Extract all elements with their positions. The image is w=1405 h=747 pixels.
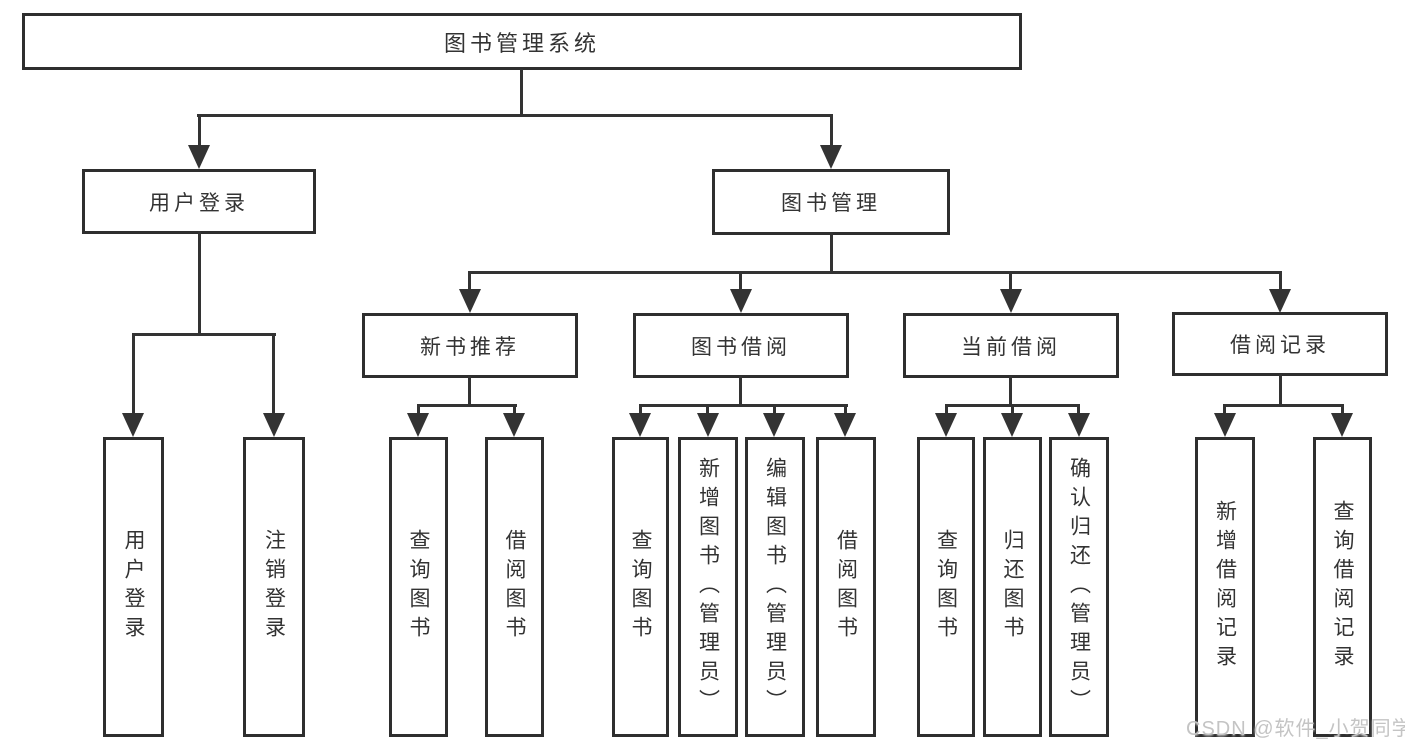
connector-line (520, 69, 523, 117)
connector-line (1009, 271, 1012, 291)
leaf-edit-book-admin-label: 编辑图书（管理员） (763, 456, 787, 718)
csdn-watermark: CSDN @软件_小贺同学 (1186, 718, 1405, 740)
leaf-query-books-borrowing: 查询图书 (612, 437, 669, 737)
arrowhead-down (1001, 413, 1023, 437)
leaf-return-books-label: 归还图书 (1001, 529, 1024, 645)
leaf-confirm-return-admin: 确认归还（管理员） (1049, 437, 1109, 737)
connector-line (198, 231, 201, 336)
leaf-add-book-admin: 新增图书（管理员） (678, 437, 738, 737)
node-user-login: 用户登录 (82, 169, 316, 234)
connector-line (844, 404, 847, 415)
leaf-query-books-recommend: 查询图书 (389, 437, 448, 737)
arrowhead-down (503, 413, 525, 437)
connector-line (1223, 404, 1344, 407)
connector-line (945, 404, 948, 415)
leaf-query-borrow-record: 查询借阅记录 (1313, 437, 1372, 737)
node-borrowing-records: 借阅记录 (1172, 312, 1388, 376)
connector-line (739, 271, 742, 291)
leaf-add-borrow-record-label: 新增借阅记录 (1213, 500, 1237, 674)
arrowhead-down (697, 413, 719, 437)
connector-line (1279, 271, 1282, 291)
arrowhead-down (1068, 413, 1090, 437)
leaf-query-books-borrowing-label: 查询图书 (629, 529, 652, 645)
leaf-borrow-books-borrowing-label: 借阅图书 (834, 529, 858, 645)
connector-line (1077, 404, 1080, 415)
arrowhead-down (1214, 413, 1236, 437)
arrowhead-down (820, 145, 842, 169)
leaf-borrow-books-recommend-label: 借阅图书 (503, 529, 526, 645)
leaf-user-login-label: 用户登录 (122, 529, 145, 645)
arrowhead-down (1000, 289, 1022, 313)
connector-line (468, 376, 471, 407)
arrowhead-down (730, 289, 752, 313)
node-book-borrowing: 图书借阅 (633, 313, 849, 378)
connector-line (639, 404, 848, 407)
connector-line (468, 271, 1282, 274)
connector-line (1279, 374, 1282, 407)
arrowhead-down (188, 145, 210, 169)
connector-line (513, 404, 516, 415)
connector-line (1223, 404, 1226, 415)
arrowhead-down (763, 413, 785, 437)
connector-line (197, 114, 833, 117)
leaf-logout-label: 注销登录 (262, 529, 286, 645)
arrowhead-down (263, 413, 285, 437)
connector-line (272, 333, 275, 414)
leaf-confirm-return-admin-label: 确认归还（管理员） (1067, 456, 1091, 718)
connector-line (132, 333, 276, 336)
leaf-query-books-current: 查询图书 (917, 437, 975, 737)
leaf-borrow-books-borrowing: 借阅图书 (816, 437, 876, 737)
connector-line (468, 271, 471, 291)
leaf-query-borrow-record-label: 查询借阅记录 (1331, 500, 1354, 674)
leaf-query-books-recommend-label: 查询图书 (407, 529, 430, 645)
connector-line (132, 333, 135, 414)
arrowhead-down (1269, 289, 1291, 313)
leaf-borrow-books-recommend: 借阅图书 (485, 437, 544, 737)
node-new-book-recommendation: 新书推荐 (362, 313, 578, 378)
connector-line (417, 404, 517, 407)
connector-line (417, 404, 420, 415)
arrowhead-down (407, 413, 429, 437)
leaf-add-borrow-record: 新增借阅记录 (1195, 437, 1255, 737)
connector-line (1341, 404, 1344, 415)
leaf-query-books-current-label: 查询图书 (934, 529, 958, 645)
connector-line (830, 114, 833, 146)
leaf-return-books: 归还图书 (983, 437, 1042, 737)
node-library-management-system: 图书管理系统 (22, 13, 1022, 70)
connector-line (198, 114, 201, 146)
connector-line (739, 376, 742, 407)
connector-line (1009, 376, 1012, 407)
connector-line (773, 404, 776, 415)
connector-line (830, 232, 833, 274)
arrowhead-down (629, 413, 651, 437)
arrowhead-down (1331, 413, 1353, 437)
leaf-user-login: 用户登录 (103, 437, 164, 737)
connector-line (1011, 404, 1014, 415)
arrowhead-down (122, 413, 144, 437)
connector-line (706, 404, 709, 415)
node-book-management: 图书管理 (712, 169, 950, 235)
arrowhead-down (459, 289, 481, 313)
connector-line (639, 404, 642, 415)
node-current-borrowing: 当前借阅 (903, 313, 1119, 378)
arrowhead-down (935, 413, 957, 437)
leaf-logout: 注销登录 (243, 437, 305, 737)
leaf-add-book-admin-label: 新增图书（管理员） (696, 456, 720, 718)
leaf-edit-book-admin: 编辑图书（管理员） (745, 437, 805, 737)
arrowhead-down (834, 413, 856, 437)
